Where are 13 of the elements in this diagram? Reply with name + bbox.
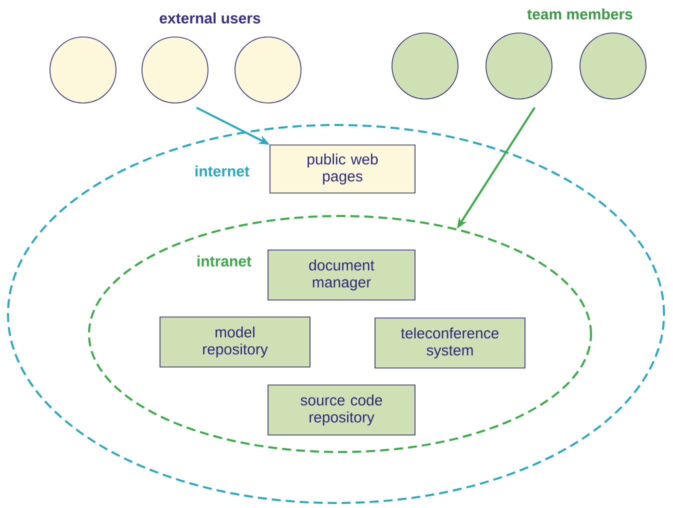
person-circle [486, 32, 552, 100]
person-circle [234, 36, 302, 104]
person-circle [50, 36, 116, 104]
person-circle [392, 32, 458, 100]
system-box: source code repository [268, 384, 416, 436]
system-box: public web pages [270, 144, 416, 194]
system-box: teleconference system [374, 318, 526, 368]
group-heading: team members [527, 8, 632, 20]
person-circle [142, 36, 208, 104]
group-heading: external users [160, 12, 260, 24]
system-box: model repository [160, 316, 310, 368]
person-circle [580, 32, 646, 100]
system-box: document manager [268, 250, 416, 300]
